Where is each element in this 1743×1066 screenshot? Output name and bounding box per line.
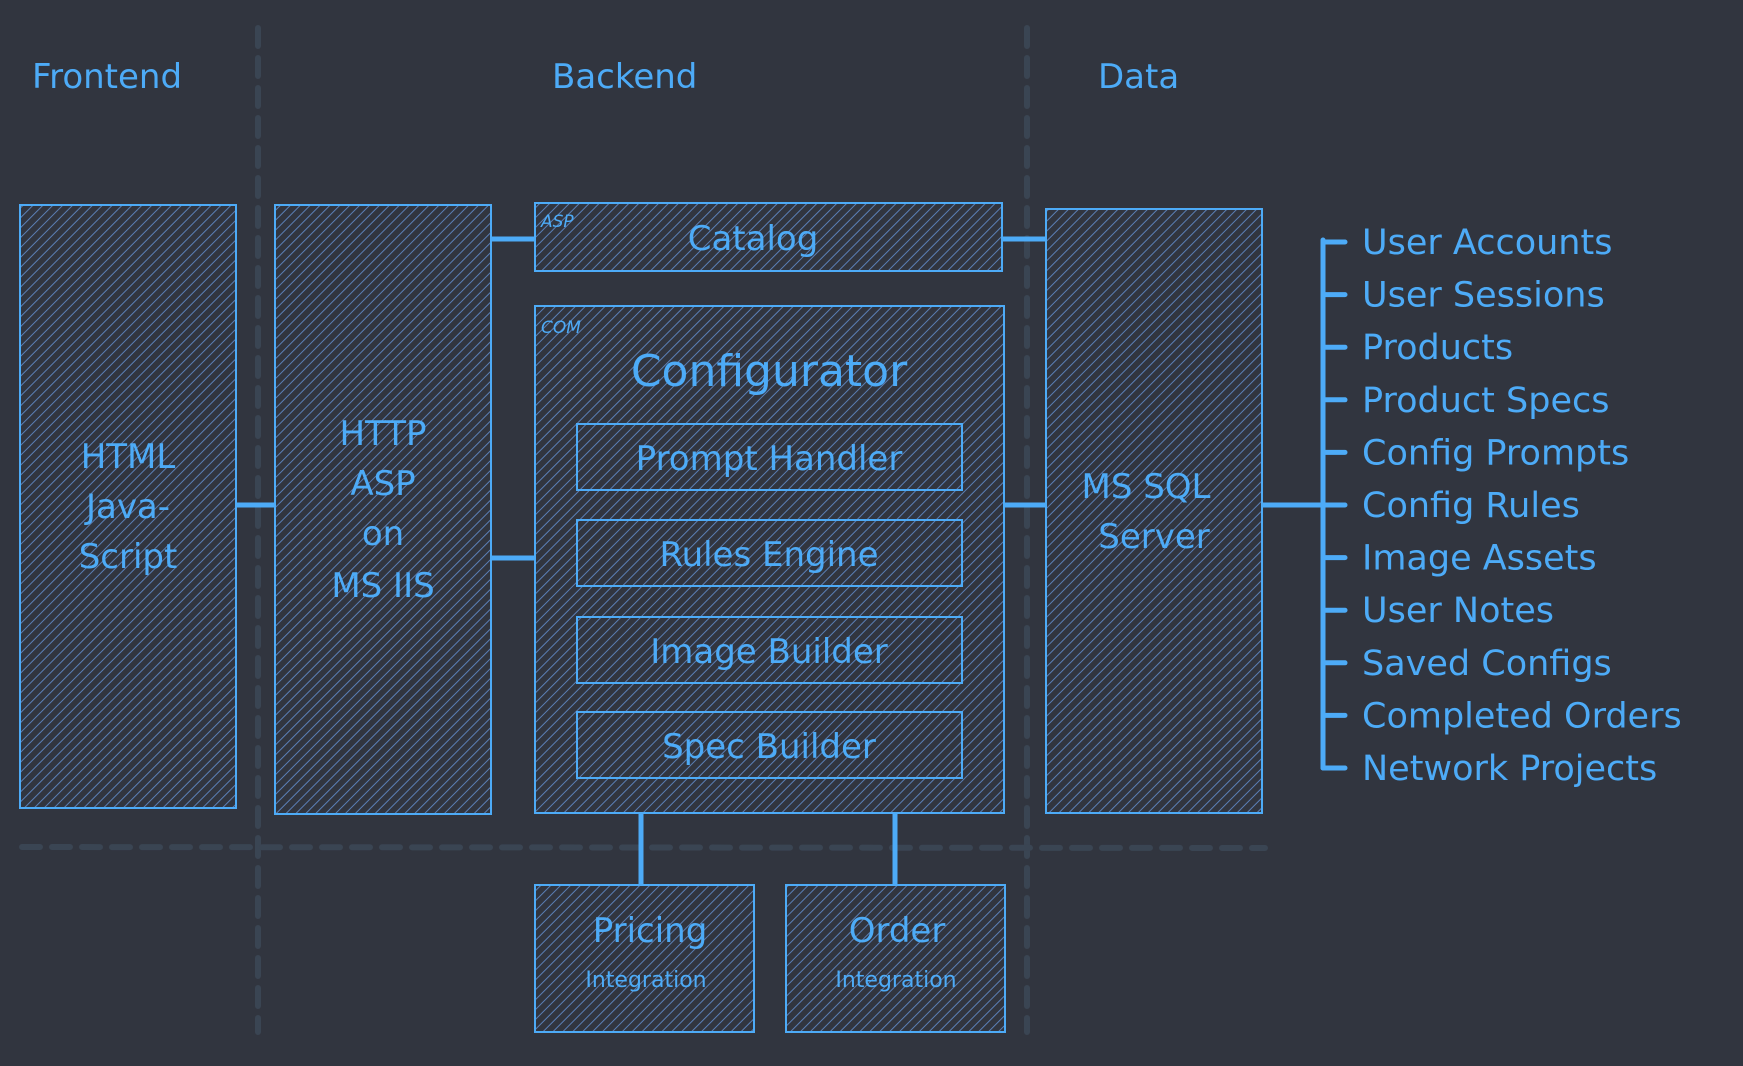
module-rect (576, 711, 963, 779)
catalog-box[interactable]: ASP Catalog (534, 202, 1003, 272)
table-item: Completed Orders (1362, 696, 1682, 736)
server-box-rect (274, 204, 492, 815)
divider-horizontal (19, 844, 1268, 851)
column-header-backend: Backend (552, 57, 697, 97)
column-header-data: Data (1098, 57, 1179, 97)
column-header-frontend: Frontend (32, 57, 182, 97)
order-box-rect (785, 884, 1006, 1033)
server-line-1: HTTP (339, 414, 426, 454)
table-item: Saved Configs (1362, 644, 1612, 684)
frontend-line-3: Script (79, 537, 178, 577)
module-rules-engine[interactable]: Rules Engine (576, 519, 963, 587)
module-spec-builder[interactable]: Spec Builder (576, 711, 963, 779)
pricing-title: Pricing (593, 911, 708, 951)
table-item: Config Rules (1362, 486, 1580, 526)
order-subtitle: Integration (835, 968, 956, 993)
pricing-box-rect (534, 884, 755, 1033)
database-line-2: Server (1098, 517, 1210, 557)
table-item: Config Prompts (1362, 433, 1629, 473)
module-label: Rules Engine (659, 535, 878, 575)
connectors (233, 236, 1326, 888)
frontend-line-1: HTML (81, 437, 176, 477)
table-item: Image Assets (1362, 539, 1597, 579)
configurator-title: Configurator (631, 346, 908, 397)
column-dividers (19, 25, 1268, 1035)
frontend-box-rect (19, 204, 237, 809)
server-box[interactable]: HTTP ASP on MS IIS (274, 204, 492, 815)
catalog-box-rect (534, 202, 1003, 272)
pricing-subtitle: Integration (585, 968, 706, 993)
table-item: User Sessions (1362, 276, 1605, 316)
catalog-title: Catalog (688, 219, 819, 259)
table-item: User Accounts (1362, 223, 1612, 263)
table-item: Products (1362, 328, 1513, 368)
module-label: Spec Builder (662, 727, 876, 767)
module-image-builder[interactable]: Image Builder (576, 616, 963, 684)
frontend-box[interactable]: HTML Java- Script (19, 204, 237, 809)
module-rect (576, 423, 963, 491)
frontend-line-2: Java- (84, 487, 170, 527)
configurator-box-rect (534, 305, 1005, 814)
server-line-4: MS IIS (331, 566, 434, 606)
module-label: Prompt Handler (636, 439, 903, 479)
configurator-box[interactable]: COM Configurator Prompt Handler Rules En… (534, 305, 1005, 814)
server-line-2: ASP (350, 464, 415, 504)
table-item: Product Specs (1362, 381, 1609, 421)
catalog-tag: ASP (540, 212, 574, 232)
module-rect (576, 616, 963, 684)
configurator-tag: COM (541, 318, 581, 338)
module-prompt-handler[interactable]: Prompt Handler (576, 423, 963, 491)
module-label: Image Builder (650, 632, 888, 672)
table-item: User Notes (1362, 591, 1554, 631)
server-line-3: on (362, 514, 404, 554)
order-title: Order (849, 911, 946, 951)
database-box-rect (1045, 208, 1263, 814)
table-item: Network Projects (1362, 749, 1657, 789)
order-integration-box[interactable]: Order Integration (785, 884, 1006, 1033)
module-rect (576, 519, 963, 587)
database-line-1: MS SQL (1081, 467, 1210, 507)
pricing-integration-box[interactable]: Pricing Integration (534, 884, 755, 1033)
database-box[interactable]: MS SQL Server (1045, 208, 1263, 814)
